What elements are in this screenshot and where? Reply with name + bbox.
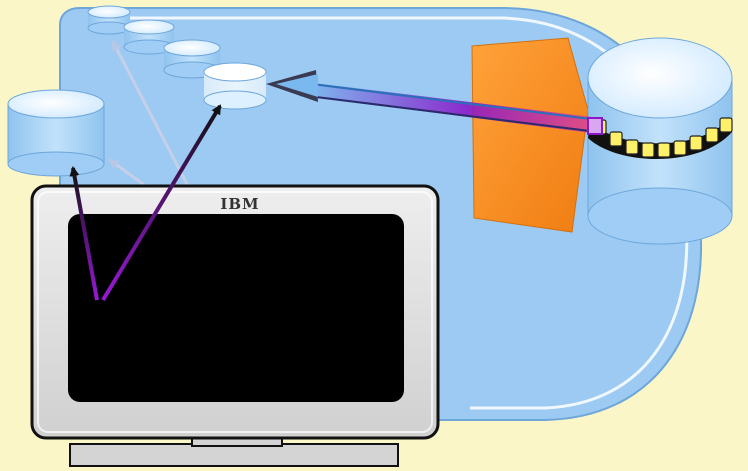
recall-arrow xyxy=(266,70,603,135)
arrow-to-active-disk xyxy=(101,104,222,302)
cache-prism xyxy=(471,37,589,233)
monitor-base-plate xyxy=(69,443,399,467)
monitor: IBM xyxy=(30,184,440,467)
disk-chain xyxy=(87,5,267,110)
monitor-screen xyxy=(68,214,404,402)
disk-cylinder-1 xyxy=(87,5,131,35)
local-disk-cylinder xyxy=(7,89,105,177)
disk-cylinder-2 xyxy=(123,19,175,55)
disk-cylinder-active xyxy=(203,62,267,110)
arrow-to-local-disk xyxy=(69,166,99,301)
monitor-brand-label: IBM xyxy=(220,195,259,213)
